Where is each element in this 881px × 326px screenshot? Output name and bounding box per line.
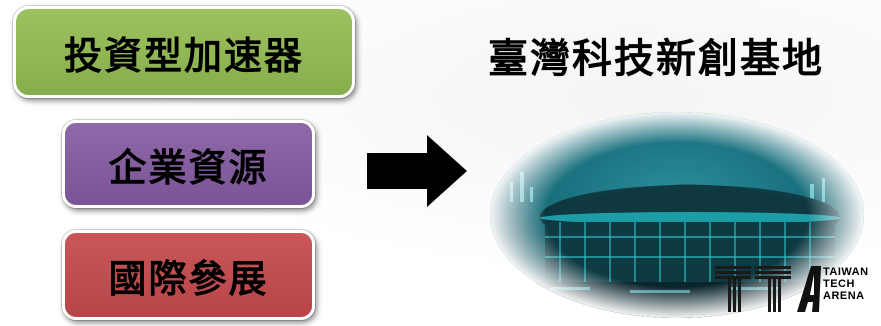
corporate-resources-box: 企業資源 bbox=[62, 120, 315, 208]
accelerator-box: 投資型加速器 bbox=[13, 6, 355, 98]
right-arrow-icon bbox=[367, 135, 467, 207]
tta-logo-mark bbox=[715, 266, 821, 312]
accelerator-label: 投資型加速器 bbox=[63, 33, 304, 78]
logo-line-taiwan: TAIWAN bbox=[823, 266, 869, 278]
logo-line-tech: TECH bbox=[823, 278, 855, 290]
tta-logo-text: TAIWAN TECH ARENA bbox=[823, 266, 869, 302]
corporate-resources-label: 企業資源 bbox=[108, 145, 269, 190]
international-exhibition-label: 國際參展 bbox=[108, 256, 269, 301]
international-exhibition-box: 國際參展 bbox=[62, 230, 315, 320]
page-title: 臺灣科技新創基地 bbox=[488, 36, 824, 82]
logo-line-arena: ARENA bbox=[823, 290, 865, 302]
